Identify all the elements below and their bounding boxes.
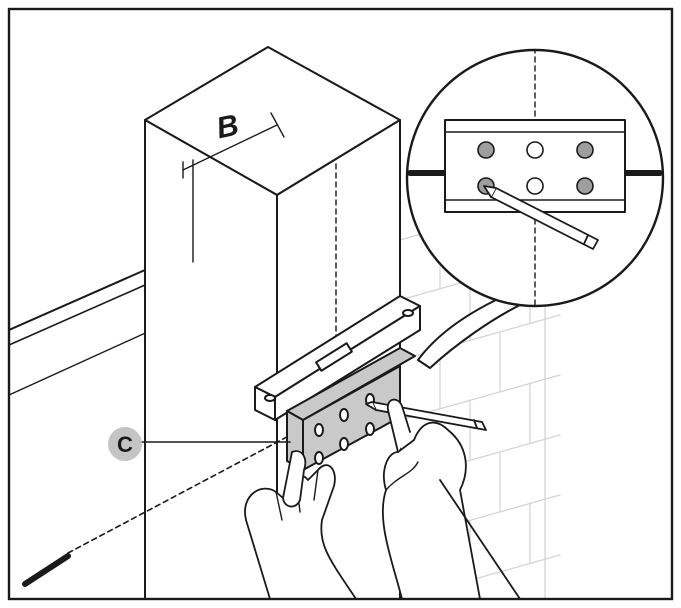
hole-empty [526, 177, 544, 195]
hole-filled [576, 141, 594, 159]
callout-badge [108, 427, 142, 461]
callout-label-c: C [117, 432, 133, 457]
detail-inset [405, 48, 665, 308]
hole-filled [576, 177, 594, 195]
detail-callout-tail [417, 297, 521, 369]
hand-icon [244, 450, 357, 599]
gate-hinge-pin [22, 553, 71, 587]
hole-filled [477, 141, 495, 159]
mounting-bracket [286, 347, 416, 471]
hole-empty [526, 141, 544, 159]
spirit-level-icon [254, 295, 421, 421]
figure-frame [7, 7, 674, 601]
hand-icon [382, 398, 521, 599]
alignment-line [67, 429, 301, 554]
dimension-b [182, 112, 285, 263]
pencil-icon [483, 185, 599, 250]
